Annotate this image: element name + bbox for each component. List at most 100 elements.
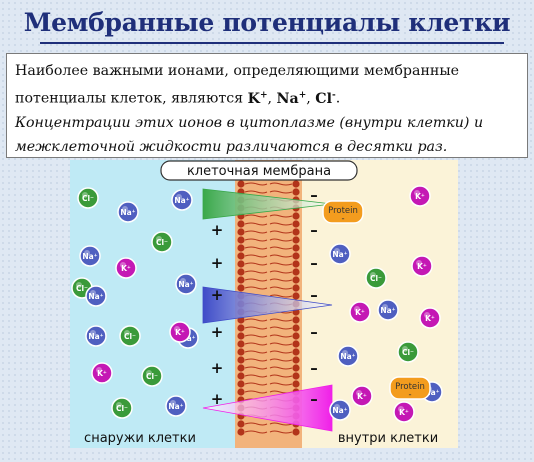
lipid-head xyxy=(237,356,245,364)
positive-sign: + xyxy=(211,254,224,272)
lipid-tail xyxy=(244,430,268,434)
na-ion-circle xyxy=(117,201,139,223)
k-ion-circle xyxy=(419,307,441,329)
lipid-head xyxy=(292,268,300,276)
lipid-head xyxy=(237,276,245,284)
lipid-head xyxy=(292,372,300,380)
k-ion-highlight xyxy=(120,262,126,268)
intro-line-2: потенциалы клеток, являются K+, Na+, Cl-… xyxy=(15,90,341,107)
lipid-tail xyxy=(269,358,293,362)
k-ion-label: K⁺ xyxy=(97,369,107,378)
lipid-head xyxy=(237,324,245,332)
lipid-tail xyxy=(244,262,268,266)
lipid-head xyxy=(237,252,245,260)
cl-ion-circle xyxy=(365,267,387,289)
negative-sign: – xyxy=(310,186,318,204)
intro-line-1: Наиболее важными ионами, определяющими м… xyxy=(15,63,460,79)
cl-ion-label: Cl⁻ xyxy=(76,284,88,293)
lipid-tail xyxy=(269,318,293,322)
lipid-tail xyxy=(269,422,293,426)
lipid-head xyxy=(237,428,245,436)
na-ion-label: Na⁺ xyxy=(424,388,439,397)
lipid-tail xyxy=(269,254,293,258)
lipid-tail xyxy=(269,278,293,282)
lipid-tail xyxy=(244,366,268,370)
lipid-tail xyxy=(269,182,293,186)
lipid-tail xyxy=(244,318,268,322)
lipid-head xyxy=(292,324,300,332)
inside-label: внутри клетки xyxy=(338,431,438,446)
na-ion: Na⁺ xyxy=(175,273,197,295)
protein-shape xyxy=(389,376,431,400)
na-ion: Na⁺ xyxy=(85,325,107,347)
na-ion-highlight xyxy=(180,278,186,284)
lipid-tail xyxy=(269,334,293,338)
lipid-tail xyxy=(269,214,293,218)
k-ion-highlight xyxy=(398,406,404,412)
cl-ion-highlight xyxy=(156,236,162,242)
positive-sign: + xyxy=(211,323,224,341)
na-ion: Na⁺ xyxy=(329,399,351,421)
lipid-head xyxy=(292,188,300,196)
lipid-head xyxy=(237,388,245,396)
k-ion-circle xyxy=(115,257,137,279)
cl-ion-label: Cl⁻ xyxy=(156,238,168,247)
intro-text-box: Наиболее важными ионами, определяющими м… xyxy=(6,53,528,158)
cl-ion-label: Cl⁻ xyxy=(82,194,94,203)
lipid-head xyxy=(237,228,245,236)
intro-italic-2: межклеточной жидкости различаются в деся… xyxy=(15,138,448,155)
k-ion-circle xyxy=(351,385,373,407)
na-ion-circle xyxy=(79,245,101,267)
lipid-tail xyxy=(269,294,293,298)
k-ion: K⁺ xyxy=(351,385,373,407)
lipid-head xyxy=(237,260,245,268)
cl-ion: Cl⁻ xyxy=(119,325,141,347)
k-ion-highlight xyxy=(174,326,180,332)
negative-sign: – xyxy=(310,323,318,341)
k-ion-label: K⁺ xyxy=(121,264,131,273)
na-ion: Na⁺ xyxy=(337,345,359,367)
na-ion-circle xyxy=(329,243,351,265)
cl-ion: Cl⁻ xyxy=(77,187,99,209)
lipid-head xyxy=(292,244,300,252)
lipid-head xyxy=(237,420,245,428)
lipid-head xyxy=(292,340,300,348)
cl-ion: Cl⁻ xyxy=(111,397,133,419)
lipid-tail xyxy=(244,222,268,226)
protein: Protein- xyxy=(322,200,364,224)
na-ion-label: Na⁺ xyxy=(82,252,97,261)
na-ion-circle xyxy=(85,285,107,307)
cl-ion-highlight xyxy=(82,192,88,198)
lipid-tail xyxy=(244,254,268,258)
k-ion-label: K⁺ xyxy=(417,262,427,271)
k-ion-label: K⁺ xyxy=(175,328,185,337)
lipid-head xyxy=(292,380,300,388)
membrane-diagram-svg: ++++++––––––– Cl⁻Na⁺Na⁺Cl⁻Na⁺Cl⁻K⁺Na⁺Na⁺… xyxy=(70,160,458,448)
k-ion-label: K⁺ xyxy=(425,314,435,323)
cl-ion-label: Cl⁻ xyxy=(116,404,128,413)
protein-label: Protein xyxy=(328,206,358,216)
lipid-tail xyxy=(269,222,293,226)
k-ion-label: K⁺ xyxy=(357,392,367,401)
lipid-tail xyxy=(269,230,293,234)
lipid-head xyxy=(292,348,300,356)
intro-italic-1: Концентрации этих ионов в цитоплазме (вн… xyxy=(15,114,484,131)
lipid-tail xyxy=(244,182,268,186)
lipid-tail xyxy=(269,342,293,346)
k-ion: K⁺ xyxy=(91,362,113,384)
lipid-head xyxy=(237,372,245,380)
lipid-tail xyxy=(244,270,268,274)
na-ion: Na⁺ xyxy=(171,189,193,211)
na-ion-label: Na⁺ xyxy=(120,208,135,217)
cl-ion: Cl⁻ xyxy=(141,365,163,387)
lipid-head xyxy=(237,284,245,292)
positive-sign: + xyxy=(211,390,224,408)
ion-cl-charge: - xyxy=(331,90,336,100)
k-ion: K⁺ xyxy=(349,301,371,323)
protein-label: Protein xyxy=(395,382,425,392)
na-ion-circle xyxy=(329,399,351,421)
k-ion-circle xyxy=(169,321,191,343)
na-ion: Na⁺ xyxy=(79,245,101,267)
cl-ion: Cl⁻ xyxy=(397,341,419,363)
na-ion: Na⁺ xyxy=(329,243,351,265)
